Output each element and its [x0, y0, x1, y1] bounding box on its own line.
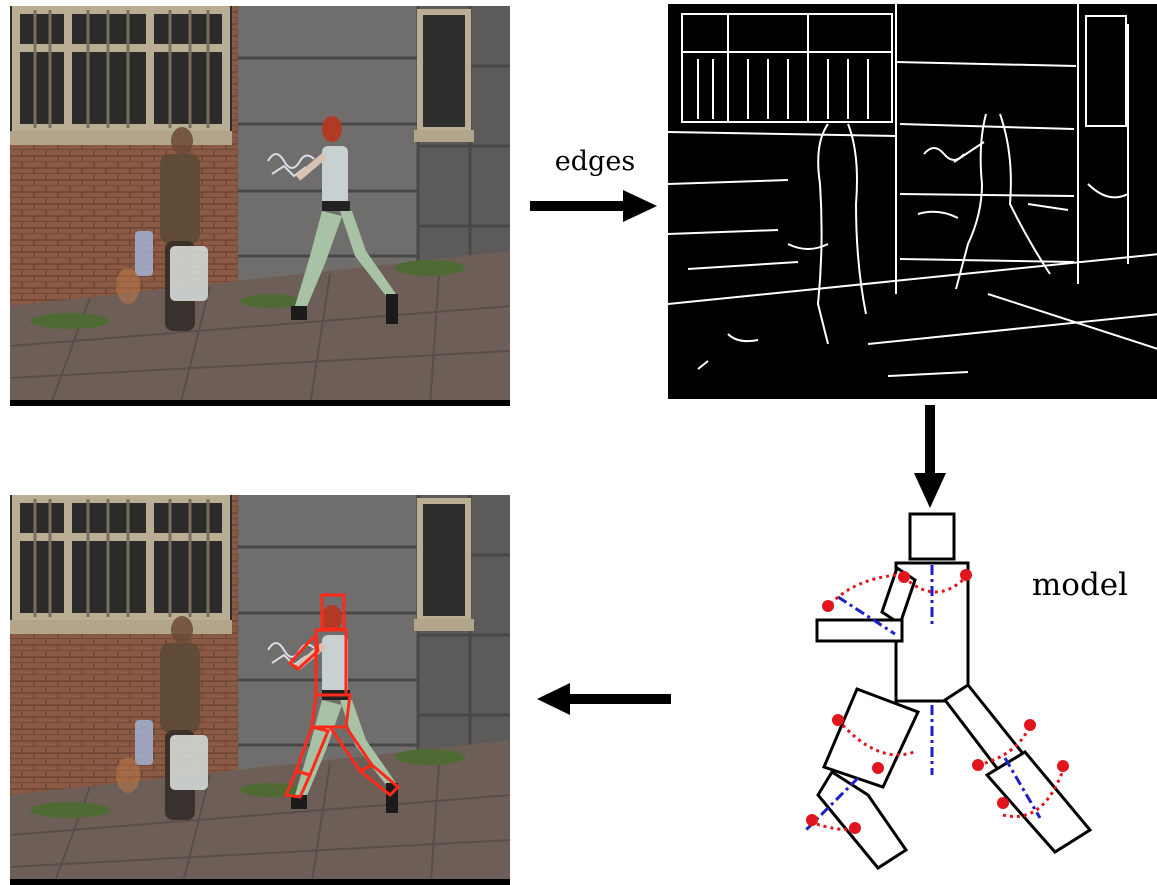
joint-dot [872, 762, 884, 774]
joint-dot [822, 600, 834, 612]
joint-dot [997, 797, 1009, 809]
joint-dot [898, 571, 910, 583]
edge-map-panel [667, 4, 1157, 399]
pose-overlay [283, 593, 401, 799]
joint-dot [849, 822, 861, 834]
result-arrow [537, 683, 671, 715]
joint-dot [1057, 760, 1069, 772]
result-photo-panel [10, 495, 510, 885]
joint-dot [972, 759, 984, 771]
joint-dot [832, 714, 844, 726]
joint-dot [1024, 719, 1036, 731]
input-photo-panel [10, 6, 510, 406]
body-model-panel: model [804, 512, 1128, 870]
joint-dot [960, 569, 972, 581]
joint-dot [806, 814, 818, 826]
edges-label: edges [555, 146, 635, 177]
edges-arrow: edges [530, 146, 657, 222]
model-label: model [1032, 567, 1128, 603]
down-arrow [914, 405, 946, 508]
